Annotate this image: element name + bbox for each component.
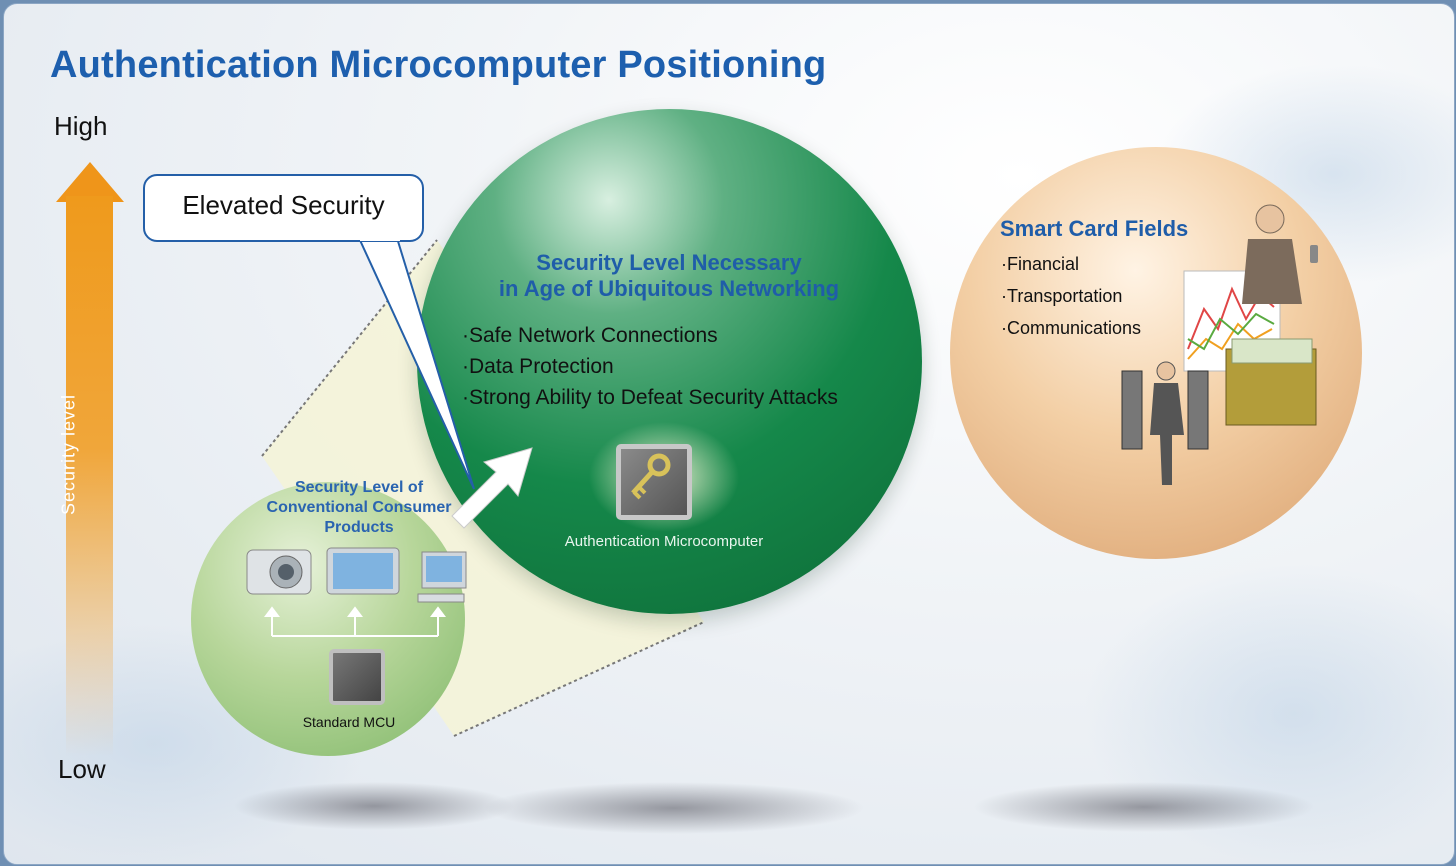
cash-box-icon: [1225, 338, 1317, 426]
callout-text: Elevated Security: [182, 190, 385, 220]
elevation-arrow-icon: [451, 447, 533, 529]
conventional-heading: Security Level of Conventional Consumer …: [266, 479, 452, 536]
authentication-microcomputer-label: Authentication Microcomputer: [564, 533, 764, 550]
diagram-frame: Authentication Microcomputer Positioning…: [3, 3, 1455, 865]
list-item: ·Communications: [1001, 318, 1142, 338]
authentication-chip-icon: [616, 444, 692, 520]
conventional-circle: [191, 482, 465, 756]
diagram-title: Authentication Microcomputer Positioning: [50, 44, 827, 86]
standard-mcu-label: Standard MCU: [302, 714, 396, 730]
ubiquitous-heading-line2: in Age of Ubiquitous Networking: [498, 276, 840, 302]
callout-join: [360, 233, 400, 241]
tv-icon: [326, 547, 400, 595]
security-level-axis: [66, 196, 113, 756]
list-item: ·Financial: [1001, 254, 1080, 274]
axis-low-label: Low: [58, 754, 106, 784]
smart-card-fields-list: ·Financial ·Transportation ·Communicatio…: [1001, 248, 1141, 344]
standard-mcu-chip-icon: [329, 649, 385, 705]
smart-card-illustration: [1121, 204, 1318, 485]
axis-high-label: High: [54, 111, 108, 141]
businessman-phone-icon: [1242, 204, 1318, 304]
ticket-gate-icon: [1121, 361, 1209, 485]
axis-arrow-head: [56, 162, 124, 202]
list-item: ·Transportation: [1001, 286, 1123, 306]
camera-icon: [246, 549, 312, 595]
shadow-big: [484, 782, 864, 834]
ubiquitous-heading-line1: Security Level Necessary: [536, 250, 802, 275]
callout-box: [143, 174, 424, 242]
list-item: ·Strong Ability to Defeat Security Attac…: [462, 386, 838, 409]
computer-icon: [417, 551, 467, 603]
shadow-small: [234, 782, 514, 830]
key-icon: [631, 453, 671, 500]
consumer-devices: [246, 547, 467, 637]
ubiquitous-requirements-list: ·Safe Network Connections ·Data Protecti…: [462, 320, 838, 413]
smart-card-heading: Smart Card Fields: [1000, 216, 1189, 241]
list-item: ·Safe Network Connections: [462, 324, 718, 347]
shadow-right: [974, 782, 1314, 832]
list-item: ·Data Protection: [462, 355, 614, 378]
ubiquitous-heading: Security Level Necessary in Age of Ubiqu…: [444, 250, 894, 303]
